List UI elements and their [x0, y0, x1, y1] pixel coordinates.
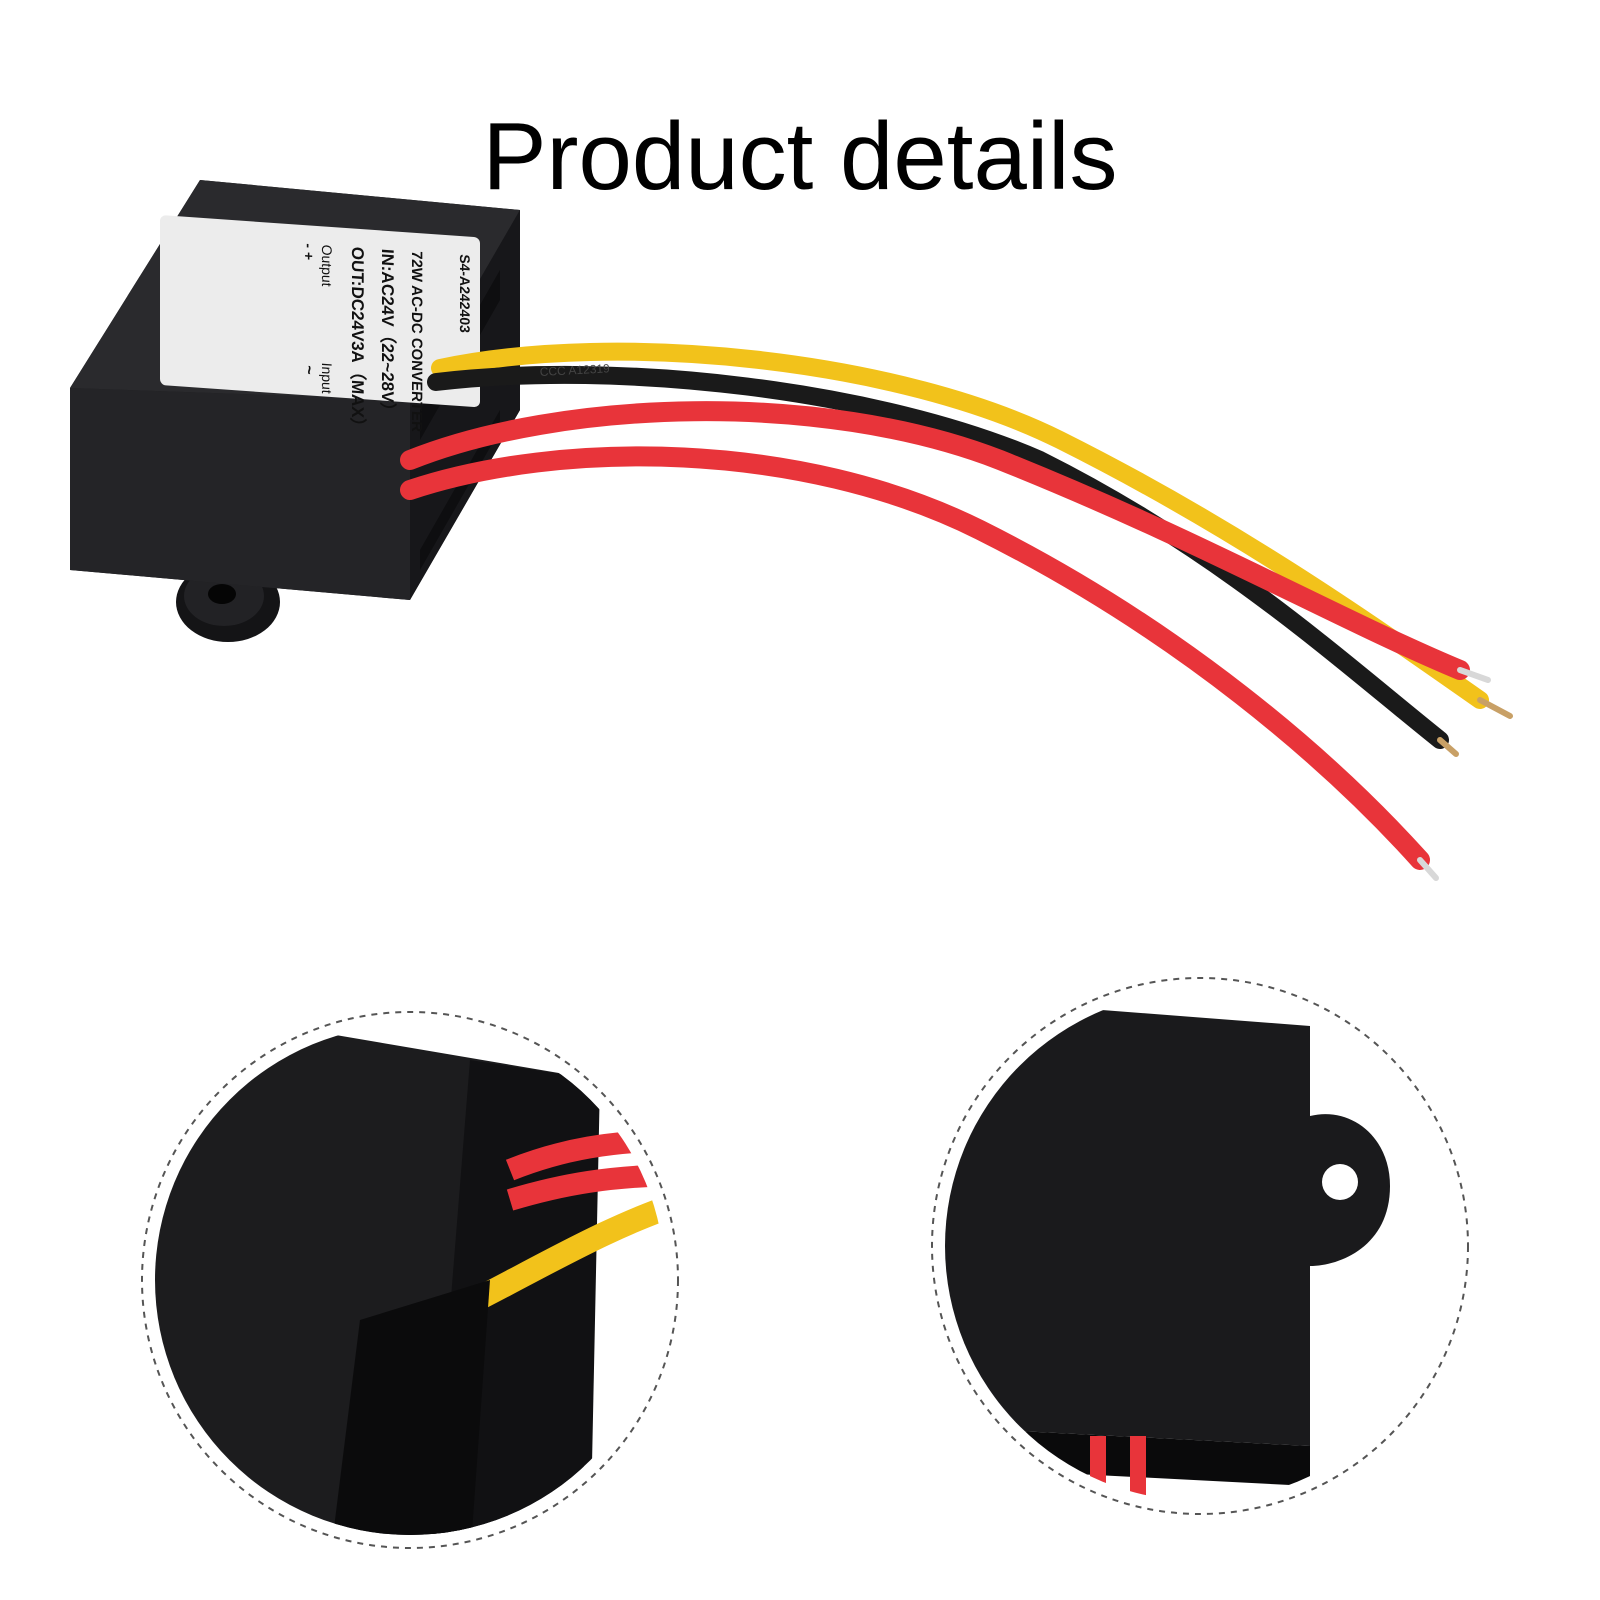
- product-label: S4-A242403 72W AC-DC CONVERTER IN:AC24V（…: [160, 215, 480, 435]
- label-output: Output: [319, 244, 335, 287]
- label-line1: 72W AC-DC CONVERTER: [408, 250, 425, 432]
- label-line2: IN:AC24V（22~28V）: [378, 248, 398, 420]
- wire-print: CCC A12319: [539, 361, 610, 379]
- product-photo: S4-A242403 72W AC-DC CONVERTER IN:AC24V（…: [70, 180, 1513, 881]
- detail-mounting-tab: [931, 977, 1469, 1515]
- label-input: Input: [319, 362, 335, 394]
- label-model: S4-A242403: [457, 254, 473, 334]
- detail-circle-outline: [931, 977, 1469, 1515]
- wire-red-lower: [400, 446, 1430, 870]
- wire-red-upper: [400, 401, 1470, 680]
- label-output-symbol: - +: [301, 243, 317, 261]
- detail-circle-outline: [141, 1011, 679, 1549]
- label-line3: OUT:DC24V3A（MAX）: [348, 246, 368, 435]
- detail-wire-exit: [141, 1011, 679, 1549]
- wire-bundle: [400, 342, 1513, 881]
- wire-black: [427, 365, 1449, 749]
- page-title: Product details: [482, 103, 1118, 211]
- mount-hole: [1322, 1164, 1358, 1200]
- label-input-symbol: ~: [300, 365, 317, 376]
